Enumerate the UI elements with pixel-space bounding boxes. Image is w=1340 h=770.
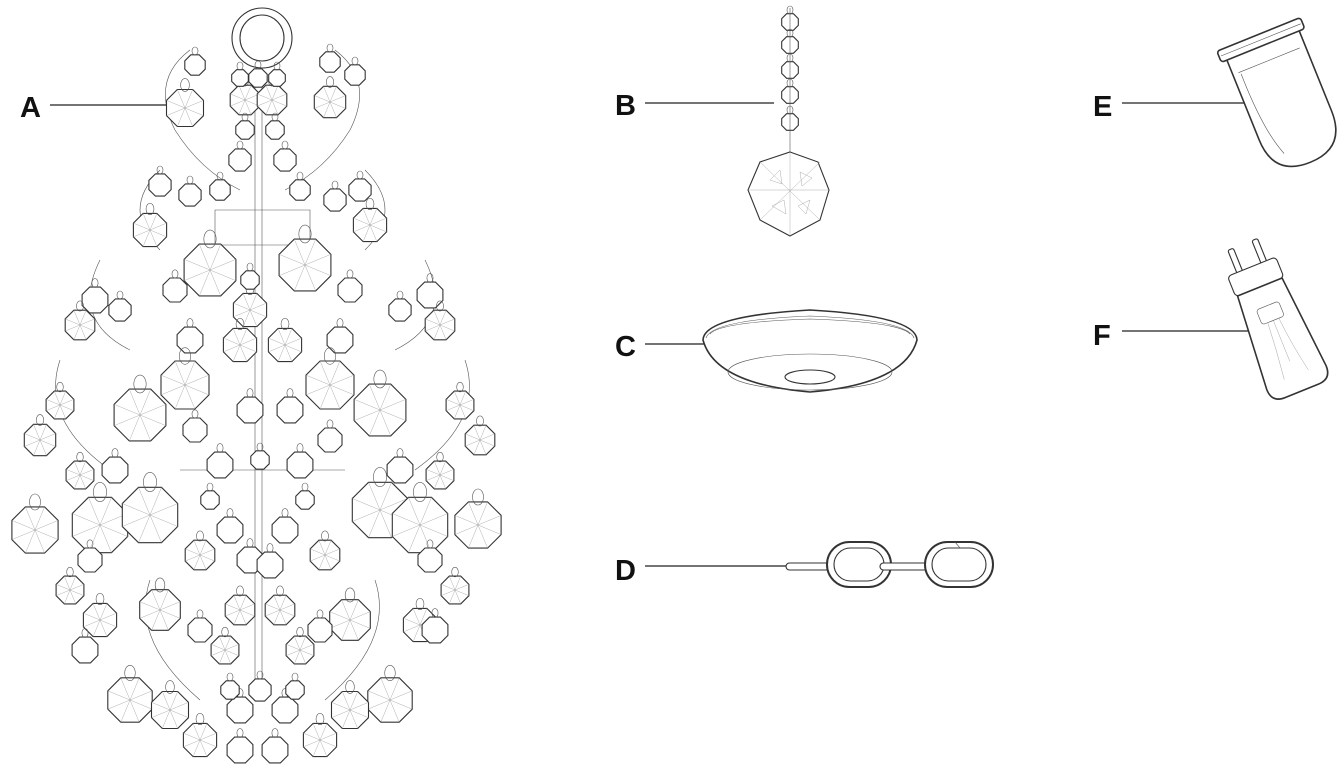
crystal-chandelier-icon (11, 7, 502, 764)
part-a: A (11, 7, 502, 764)
part-b: B (615, 5, 830, 237)
part-f: F (1093, 238, 1329, 400)
part-e: E (1093, 17, 1337, 168)
label-f: F (1093, 320, 1111, 352)
label-c: C (615, 331, 636, 363)
label-d: D (615, 555, 636, 587)
crystal-pendant-strand-icon (747, 5, 830, 237)
part-d: D (615, 541, 994, 588)
bi-pin-bulb-icon (1227, 238, 1329, 400)
label-b: B (615, 90, 636, 122)
label-e: E (1093, 91, 1112, 123)
chain-links-icon (785, 541, 994, 588)
ceiling-canopy-icon (702, 309, 918, 393)
label-a: A (20, 92, 41, 124)
part-c: C (615, 309, 918, 393)
socket-cover-icon (1216, 17, 1337, 168)
